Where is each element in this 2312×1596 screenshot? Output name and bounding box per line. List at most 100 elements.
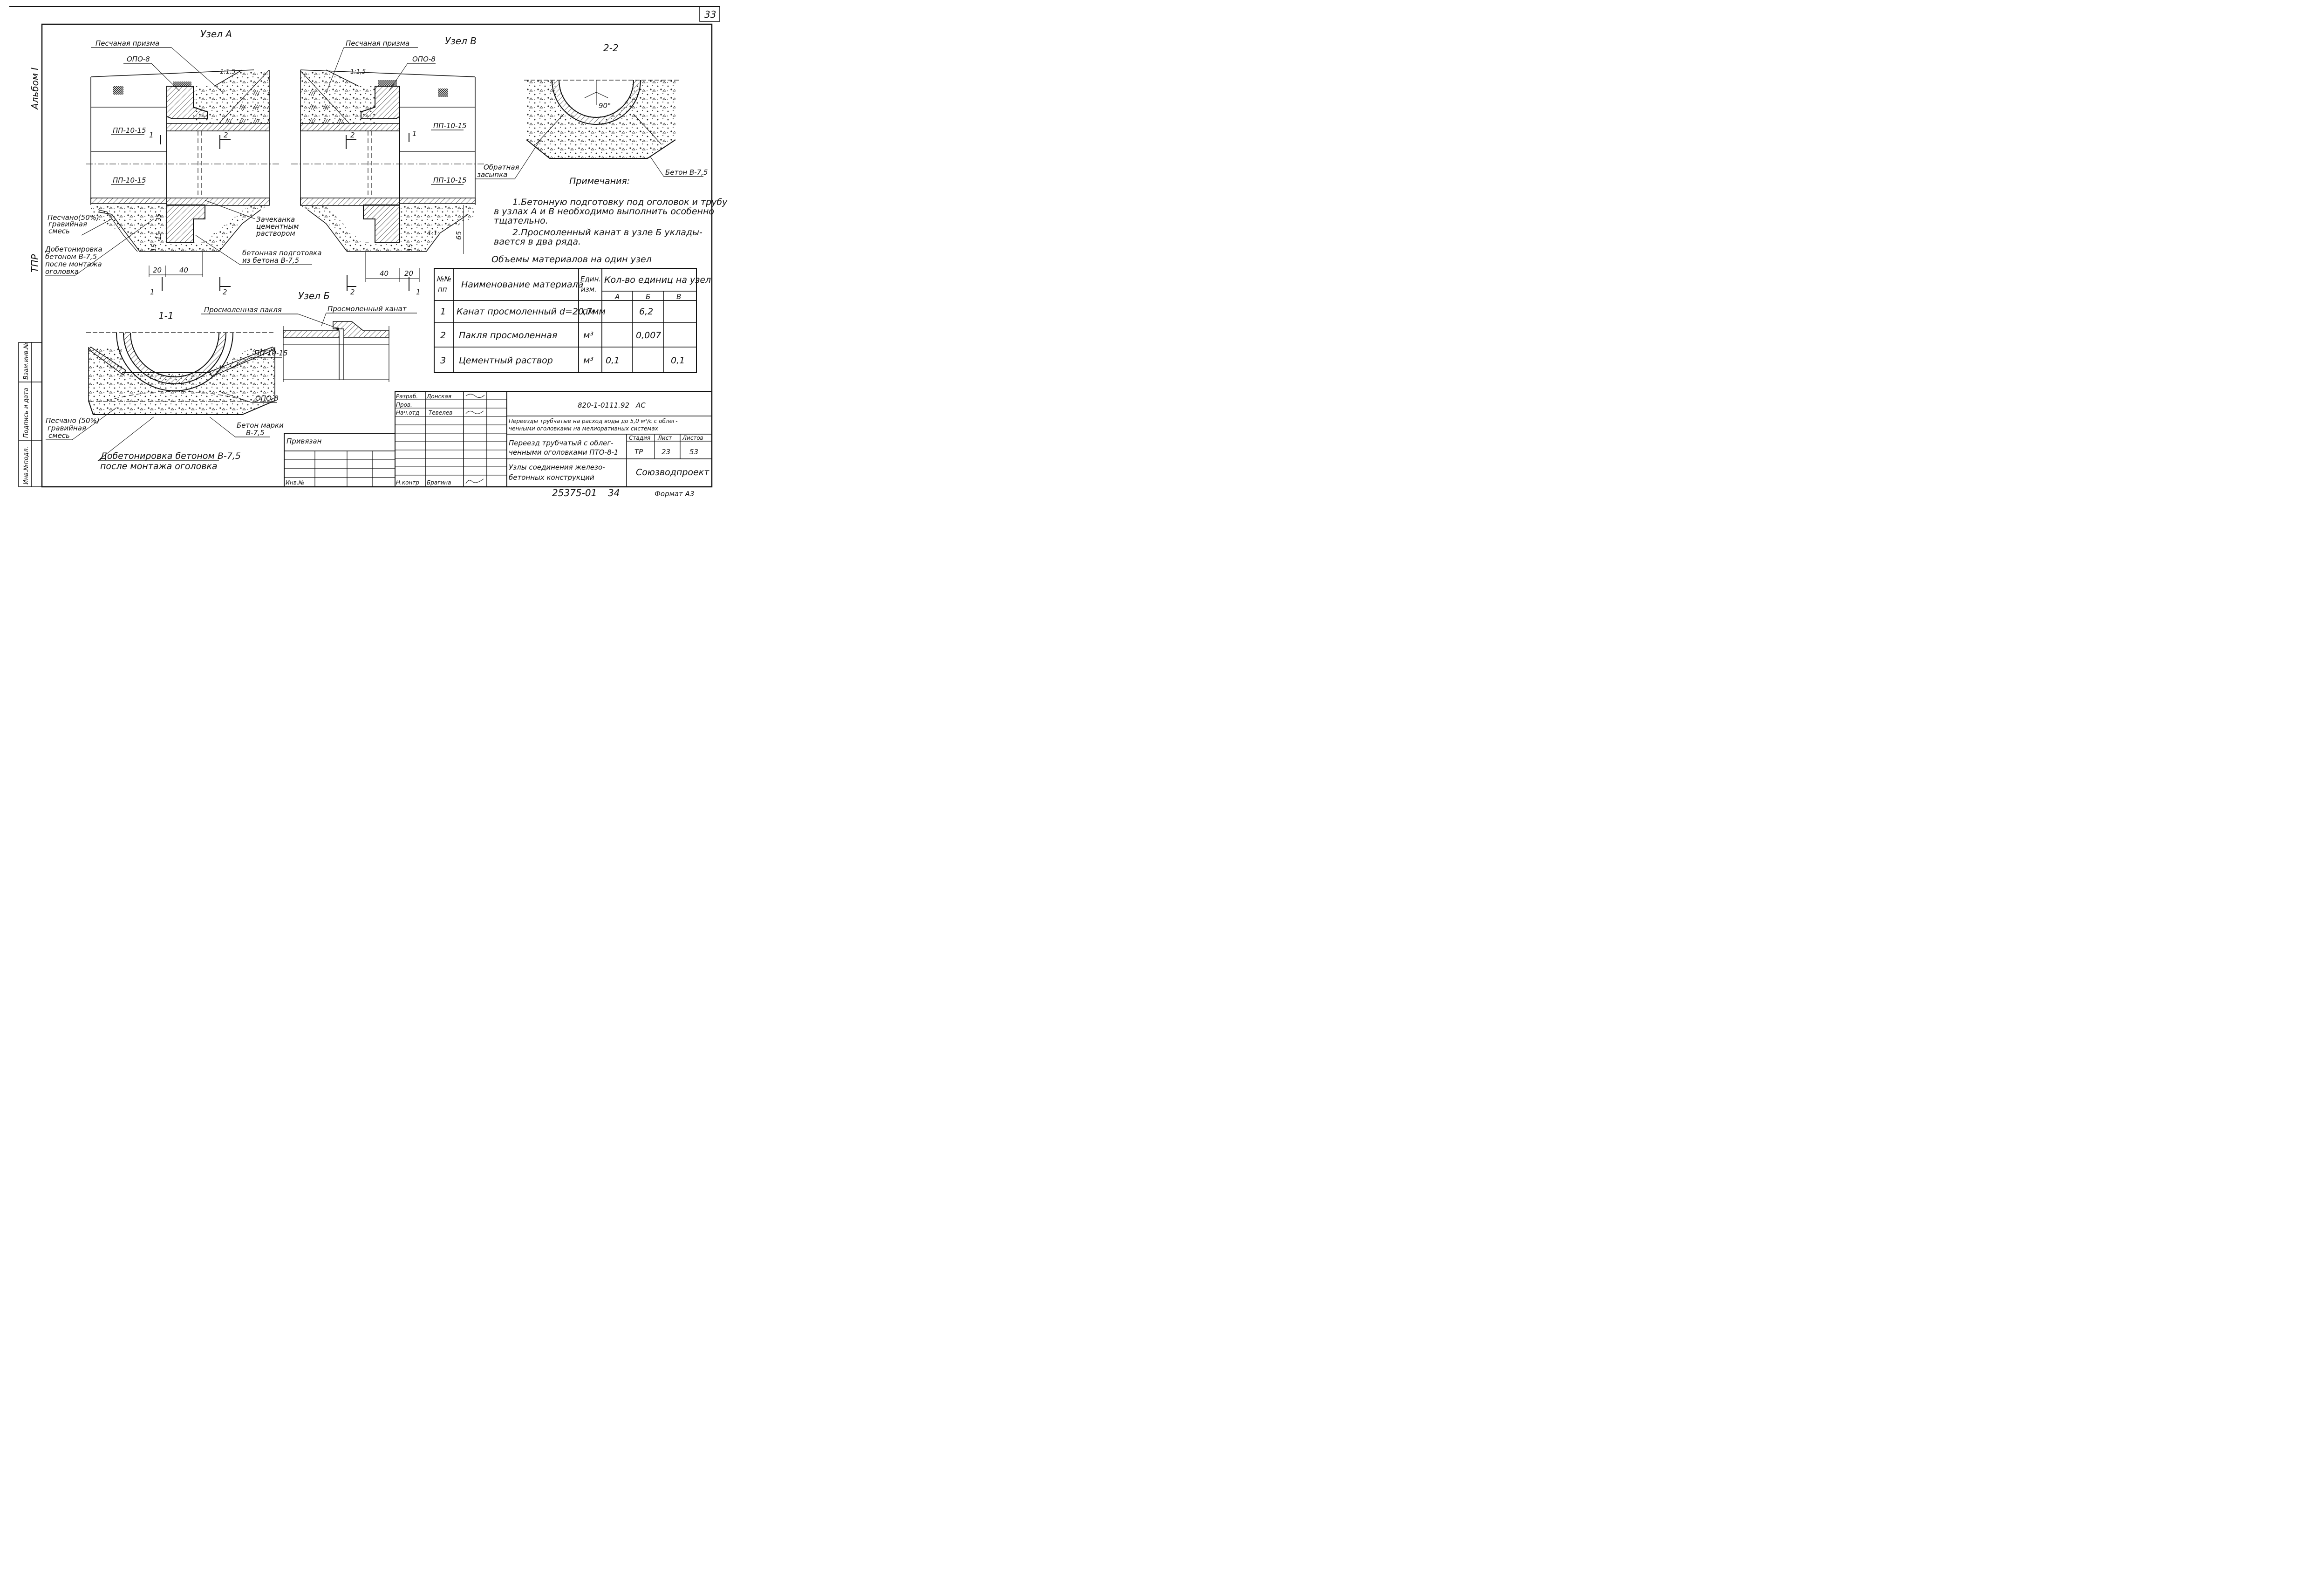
section11-pipe-label: ПП-10-15 [254, 349, 288, 357]
notes-line-2: в узлах А и В необходимо выполнить особе… [494, 206, 714, 217]
node-a-dim-15a: 15 [156, 232, 163, 240]
node-a-caulk-3: раствором [256, 229, 295, 238]
node-b-dim-20: 20 [404, 269, 413, 278]
node-b-pipe-top: ПП-10-15 [433, 122, 467, 130]
notes-line-4: 2.Просмоленный канат в узле Б уклады- [512, 227, 702, 238]
node-b6-oakum-label: Просмоленная пакля [204, 306, 282, 314]
title-block: Привязан Инв.№ Разраб. Донская Пров. Нач… [284, 391, 712, 498]
node-a-prism-label: Песчаная призма [95, 39, 159, 48]
materials-row3-name: Цементный раствор [459, 355, 553, 366]
node-a-caulk-2: цементным [256, 222, 299, 231]
materials-row3-unit: м³ [583, 355, 593, 366]
node-a-extra-concrete-2: бетоном В-7,5 [45, 252, 97, 261]
node-a-sec1-bottom: 1 [150, 288, 155, 296]
node-b6-drawing: Узел Б Просмоленная пакля Просмоленный к… [201, 290, 417, 382]
tb-bound: Привязан [286, 437, 322, 445]
node-a-dim-40: 40 [179, 266, 188, 274]
stamp-signature-label: Подпись и дата [23, 388, 30, 438]
node-a-extra-concrete-4: оголовка [45, 267, 79, 276]
node-a-prep-1: бетонная подготовка [242, 249, 321, 257]
materials-row3-a: 0,1 [606, 355, 620, 366]
node-b-title: Узел В [445, 35, 477, 47]
materials-row1-name: Канат просмоленный d=20,7мм [457, 307, 606, 317]
section11-sand-1: Песчано (50%) [46, 416, 100, 425]
tb-code: 820-1-0111.92 [578, 401, 629, 409]
tb-sheets-value: 53 [689, 448, 698, 456]
section11-title: 1-1 [158, 310, 174, 321]
node-a-sand-mix-3: смесь [48, 227, 70, 235]
node-b6-title: Узел Б [298, 290, 330, 301]
tb-project-1: Переезды трубчатые на расход воды до 5,0… [509, 418, 678, 424]
materials-row2-b: 0,007 [636, 330, 661, 341]
page-number-box [699, 6, 720, 22]
notes-line-1: 1.Бетонную подготовку под оголовок и тру… [512, 197, 728, 207]
tb-role-head: Нач.отд [396, 409, 419, 416]
node-b-dim-15: 15 [407, 244, 414, 252]
section11-sand-3: смесь [48, 431, 70, 440]
tb-name-head: Тевелев [429, 409, 452, 416]
tb-sheet-title-1: Переезд трубчатый с облег- [509, 439, 614, 447]
materials-hdr-b: Б [646, 293, 650, 301]
notes-title: Примечания: [569, 176, 630, 186]
materials-row1-n: 1 [440, 307, 446, 317]
node-a-dim-20: 20 [153, 266, 162, 274]
tb-subtitle-1: Узлы соединения железо- [509, 463, 605, 471]
album-label: Альбом I [29, 68, 41, 110]
node-b-dim-65: 65 [455, 231, 463, 240]
materials-row3-c: 0,1 [671, 355, 685, 366]
tb-sheet-label: Лист [657, 435, 672, 441]
node-a-pipe-bottom: ПП-10-15 [113, 176, 146, 184]
tb-org: Союзводпроект [636, 467, 709, 477]
materials-hdr-num-1: №№ [436, 275, 451, 283]
materials-row1-unit: пм [582, 307, 595, 317]
section-2-2-drawing: 2-2 90° Бетон В-7,5 [524, 42, 708, 177]
tb-format: Формат А3 [655, 490, 694, 498]
node-a-pipe-top: ПП-10-15 [113, 126, 146, 135]
node-a-title: Узел А [200, 28, 232, 40]
section11-opo-label: ОПО-8 [255, 394, 279, 402]
tb-name-norm: Брагина [427, 479, 451, 486]
tb-stage-value: ТР [634, 448, 643, 456]
node-a-dim-15b: 15 [151, 244, 158, 252]
tb-stage-label: Стадия [629, 435, 650, 441]
tb-subtitle-2: бетонных конструкций [509, 473, 594, 482]
materials-hdr-name: Наименование материала [461, 280, 583, 290]
materials-row1-b: 6,2 [639, 307, 653, 317]
node-b-dim-40: 40 [380, 269, 389, 278]
signature-head [465, 410, 484, 414]
node-b-sec1: 1 [412, 130, 417, 138]
node-a-extra-concrete-1: Добетонировка [45, 245, 102, 253]
section11-concrete-1: Бетон марки [237, 421, 284, 430]
node-b-opo-label: ОПО-8 [412, 55, 436, 63]
section11-concrete-2: В-7,5 [246, 429, 265, 437]
side-stamp: Инв.№подл. Подпись и дата Взам.инв.№ [18, 342, 42, 487]
tb-sheet-value: 23 [662, 448, 670, 456]
node-a-sand-mix-2: гравийная [48, 220, 87, 228]
notes-line-3: тщательно. [494, 216, 548, 226]
signature-dev [465, 394, 485, 398]
node-b-slope: 1:1,5 [350, 68, 366, 75]
tb-project-2: ченными оголовками на мелиоративных сист… [509, 425, 659, 432]
node-b-backfill-2: засыпка [477, 171, 507, 179]
drawing-sheet: 33 Альбом I ТПР Инв.№подл. Подпись и дат… [9, 6, 728, 498]
section-1-1-drawing: 1-1 ПП-10-15 ОПО-8 Бетон марки В-7,5 Пес… [46, 310, 288, 471]
materials-row2-unit: м³ [583, 330, 593, 341]
series-label: ТПР [29, 254, 41, 273]
materials-title: Объемы материалов на один узел [491, 254, 652, 265]
materials-hdr-unit-1: Един. [580, 275, 601, 283]
node-b-dim-11: 1:1 [428, 230, 437, 237]
node-a-prep-2: из бетона В-7,5 [242, 256, 299, 265]
node-b-backfill-1: Обратная [484, 163, 519, 171]
node-b-pipe-bottom: ПП-10-15 [433, 176, 467, 184]
tb-sheets-label: Листов [682, 435, 703, 441]
tb-role-dev: Разраб. [396, 393, 418, 400]
section11-sand-2: гравийная [48, 424, 86, 432]
section11-extra-1: Добетонировка бетоном В-7,5 [100, 451, 241, 461]
node-a-caulk-1: Зачеканка [256, 215, 295, 224]
node-a-sec2-bottom: 2 [223, 288, 227, 296]
materials-hdr-qty: Кол-во единиц на узел [604, 275, 711, 285]
materials-hdr-unit-2: изм. [581, 285, 597, 293]
node-b-sec1-bottom: 1 [416, 288, 421, 296]
tb-inv: Инв.№ [286, 479, 304, 486]
node-b-sec2: 2 [350, 131, 355, 139]
